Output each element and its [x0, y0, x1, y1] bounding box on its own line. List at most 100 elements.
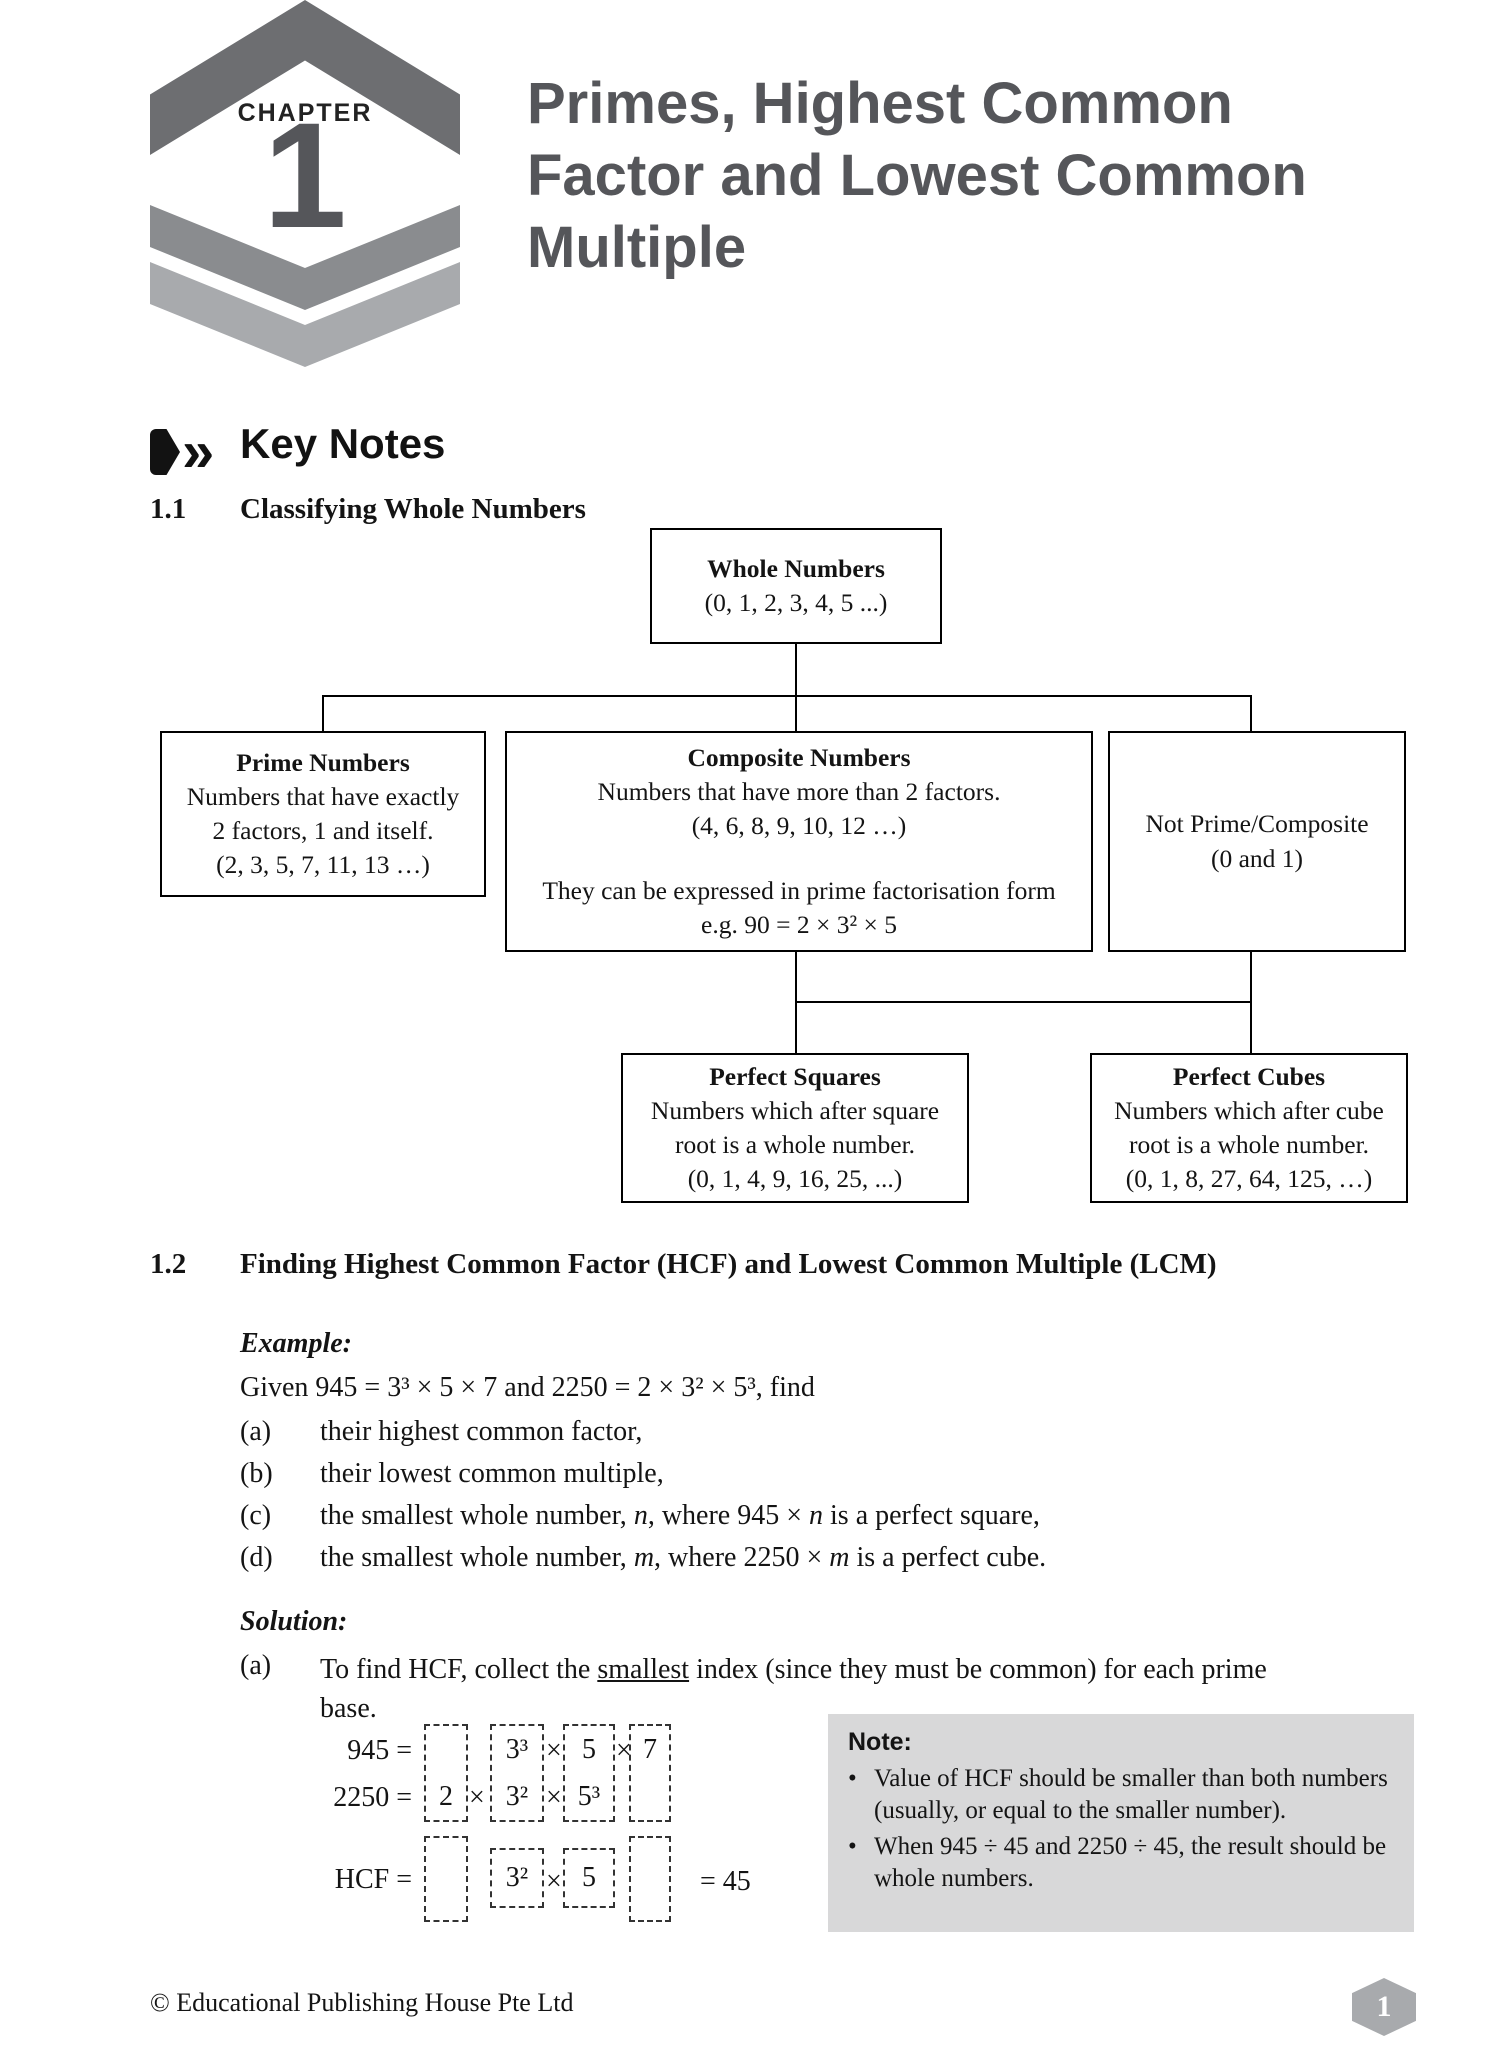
hcf-column-1-box: [424, 1836, 468, 1922]
double-chevron-icon: »: [182, 419, 215, 484]
connector-line: [322, 695, 1252, 697]
example-item-c: (c) the smallest whole number, n, where …: [240, 1500, 1040, 1532]
times-operator: ×: [469, 1782, 485, 1813]
page-number: 1: [1376, 1990, 1392, 2023]
example-item-b: (b) their lowest common multiple,: [240, 1458, 664, 1490]
variable-n: n: [633, 1500, 648, 1531]
example-heading: Example:: [240, 1328, 352, 1359]
factor-cell: 2: [439, 1780, 453, 1812]
box-line: (4, 6, 8, 9, 10, 12 …): [691, 811, 907, 841]
hcf-column-4-box: [629, 1836, 671, 1922]
box-line: (0, 1, 4, 9, 16, 25, ...): [687, 1164, 903, 1194]
variable-m: m: [633, 1542, 655, 1573]
factor-cell: 5: [582, 1733, 596, 1765]
example-item-a: (a) their highest common factor,: [240, 1416, 642, 1448]
connector-line: [795, 644, 797, 696]
factor-column-1-box: 2: [424, 1724, 468, 1822]
factor-column-2-box: 3³ 3²: [490, 1724, 544, 1822]
item-text-part: To find HCF, collect the: [320, 1654, 598, 1685]
box-title: Perfect Cubes: [1172, 1061, 1326, 1091]
hcf-column-3-box: 5: [563, 1848, 615, 1908]
item-text: To find HCF, collect the smallest index …: [320, 1650, 1320, 1728]
section-1-2-title: Finding Highest Common Factor (HCF) and …: [240, 1248, 1217, 1280]
box-line: They can be expressed in prime factorisa…: [542, 875, 1056, 905]
factor-cell: 5³: [577, 1780, 601, 1812]
section-1-2-number: 1.2: [150, 1248, 187, 1280]
bullet-icon: •: [848, 1765, 857, 1792]
box-title: Whole Numbers: [707, 553, 885, 583]
arrow-block-icon: [150, 429, 180, 475]
box-title: Composite Numbers: [687, 743, 911, 773]
times-operator: ×: [616, 1735, 632, 1766]
item-text-part: index (since they must be common) for ea…: [320, 1654, 1267, 1724]
flowchart-box-composite-numbers: Composite Numbers Numbers that have more…: [505, 731, 1093, 952]
connector-line: [795, 1001, 1252, 1003]
box-line: root is a whole number.: [1128, 1130, 1370, 1159]
example-item-d: (d) the smallest whole number, m, where …: [240, 1542, 1046, 1574]
flowchart-box-prime-numbers: Prime Numbers Numbers that have exactly …: [160, 731, 486, 897]
underlined-word: smallest: [597, 1654, 690, 1685]
factor-column-3-box: 5 5³: [563, 1724, 615, 1822]
box-line: Numbers which after cube: [1114, 1095, 1384, 1125]
item-text-part: is a perfect square,: [823, 1500, 1040, 1531]
section-1-1-number: 1.1: [150, 493, 187, 525]
note-box: Note: • Value of HCF should be smaller t…: [828, 1714, 1414, 1932]
box-line: 2 factors, 1 and itself.: [212, 816, 434, 845]
working-row-label-hcf: HCF =: [334, 1864, 412, 1895]
flowchart-box-not-prime-composite: Not Prime/Composite (0 and 1): [1108, 731, 1406, 952]
box-title: Perfect Squares: [709, 1061, 881, 1091]
section-1-1-title: Classifying Whole Numbers: [240, 493, 586, 525]
item-text-part: is a perfect cube.: [849, 1542, 1047, 1573]
chapter-number: 1: [263, 91, 347, 259]
note-heading: Note:: [848, 1728, 912, 1756]
item-label: (d): [240, 1542, 273, 1573]
example-given-line: Given 945 = 3³ × 5 × 7 and 2250 = 2 × 3²…: [240, 1372, 815, 1403]
item-text: their lowest common multiple,: [320, 1458, 664, 1489]
flowchart-box-perfect-cubes: Perfect Cubes Numbers which after cube r…: [1090, 1053, 1408, 1203]
flowchart-box-whole-numbers: Whole Numbers (0, 1, 2, 3, 4, 5 ...): [650, 528, 942, 644]
item-text: the smallest whole number, m, where 2250…: [320, 1542, 1046, 1574]
page-number-badge: 1: [1352, 1978, 1416, 2036]
box-line: (0, 1, 2, 3, 4, 5 ...): [704, 588, 888, 617]
note-bullet-2: • When 945 ÷ 45 and 2250 ÷ 45, the resul…: [848, 1831, 1394, 1895]
hcf-result: = 45: [700, 1866, 751, 1897]
connector-line: [322, 695, 324, 731]
times-operator: ×: [546, 1866, 562, 1897]
chapter-label: CHAPTER: [237, 99, 373, 127]
item-text: the smallest whole number, n, where 945 …: [320, 1500, 1040, 1532]
factor-cell: 3³: [505, 1733, 529, 1765]
box-line: Numbers that have more than 2 factors.: [597, 777, 1001, 807]
box-line: root is a whole number.: [674, 1130, 916, 1159]
box-line: (0 and 1): [1210, 843, 1304, 873]
chapter-title: Primes, Highest Common Factor and Lowest…: [527, 71, 1307, 280]
item-label: (c): [240, 1500, 272, 1531]
connector-line: [795, 695, 797, 731]
key-notes-heading: Key Notes: [240, 420, 446, 467]
factor-column-4-box: 7: [629, 1724, 671, 1822]
factor-cell: 7: [643, 1733, 657, 1765]
copyright-text: © Educational Publishing House Pte Ltd: [150, 1988, 574, 2017]
times-operator: ×: [546, 1735, 562, 1766]
box-line: Numbers which after square: [650, 1095, 940, 1125]
working-row-label-2250: 2250 =: [333, 1782, 412, 1813]
box-line: e.g. 90 = 2 × 3² × 5: [701, 909, 897, 939]
item-label: (b): [240, 1458, 273, 1489]
box-line: (0, 1, 8, 27, 64, 125, …): [1125, 1164, 1373, 1194]
working-row-label-945: 945 =: [347, 1735, 412, 1766]
note-text: Value of HCF should be smaller than both…: [874, 1765, 1388, 1824]
solution-heading: Solution:: [240, 1606, 348, 1637]
item-label: (a): [240, 1650, 272, 1681]
times-operator: ×: [546, 1782, 562, 1813]
key-notes-icon: »: [150, 419, 215, 484]
factor-cell: 3²: [505, 1780, 529, 1812]
box-line: (2, 3, 5, 7, 11, 13 …): [216, 850, 430, 880]
factor-cell: 5: [582, 1862, 596, 1893]
item-text-part: , where 945 ×: [647, 1500, 810, 1531]
item-text-part: , where 2250 ×: [654, 1542, 830, 1573]
solution-item-a: (a) To find HCF, collect the smallest in…: [240, 1650, 1320, 1728]
box-line: Numbers that have exactly: [186, 781, 460, 811]
box-title: Prime Numbers: [236, 747, 410, 777]
item-label: (a): [240, 1416, 272, 1447]
hcf-column-2-box: 3²: [490, 1848, 544, 1908]
